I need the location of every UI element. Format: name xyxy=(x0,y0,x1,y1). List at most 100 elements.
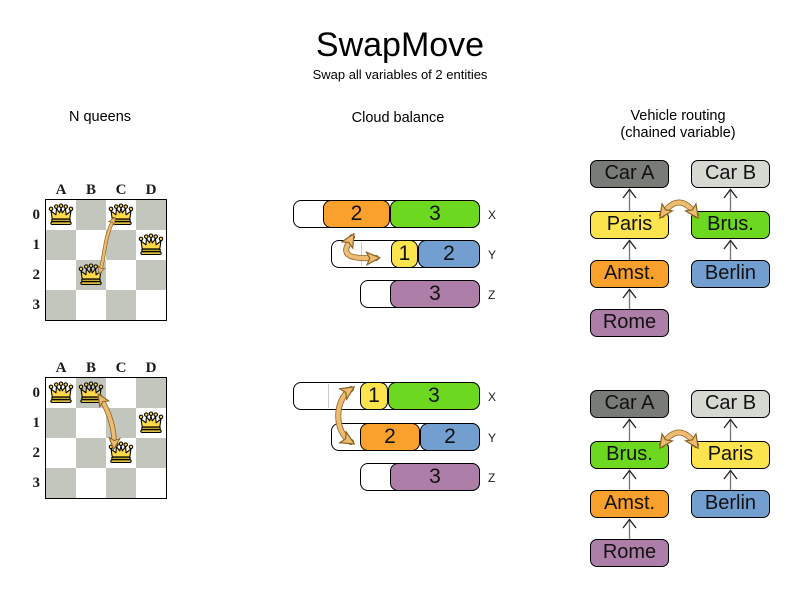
visit-box: Rome xyxy=(590,539,669,567)
queen-crown xyxy=(138,233,164,255)
board-row-label: 2 xyxy=(32,267,41,283)
cloud-process: 3 xyxy=(388,382,480,410)
board-col-label: D xyxy=(145,182,157,198)
cloud-process: 1 xyxy=(360,382,388,410)
queen-crown xyxy=(108,441,134,463)
queen-icon xyxy=(107,439,135,467)
chain-arrowhead-icon xyxy=(622,239,637,250)
visit-box: Paris xyxy=(691,441,770,469)
board-cell xyxy=(136,438,166,468)
visit-box: Amst. xyxy=(590,490,669,518)
vehicle-anchor-box: Car A xyxy=(590,160,669,188)
machine-label: X xyxy=(488,390,497,404)
queen-crown xyxy=(138,411,164,433)
board-row-label: 1 xyxy=(32,415,41,431)
board-cell xyxy=(46,438,76,468)
board-cell xyxy=(136,290,166,320)
queen-icon xyxy=(47,379,75,407)
board-cell xyxy=(136,200,166,230)
queen-crown xyxy=(108,203,134,225)
page-subtitle: Swap all variables of 2 entities xyxy=(312,67,488,82)
cloud-header: Cloud balance xyxy=(351,110,445,126)
cloud-process: 3 xyxy=(390,200,480,228)
chain-arrowhead-icon xyxy=(622,288,637,299)
queen-crown xyxy=(48,381,74,403)
machine-label: X xyxy=(488,208,497,222)
visit-box: Rome xyxy=(590,309,669,337)
cloud-process: 3 xyxy=(390,280,480,308)
board-cell xyxy=(76,290,106,320)
visit-box: Brus. xyxy=(590,441,669,469)
board-row-label: 1 xyxy=(32,237,41,253)
machine-label: Z xyxy=(488,471,496,485)
chain-arrowhead-icon xyxy=(723,418,738,429)
board-col-label: A xyxy=(55,360,67,376)
queen-icon xyxy=(77,379,105,407)
board-cell xyxy=(136,260,166,290)
queen-icon xyxy=(137,409,165,437)
board-cell xyxy=(46,260,76,290)
page-title: SwapMove xyxy=(315,26,485,64)
visit-box: Brus. xyxy=(691,211,770,239)
board-cell xyxy=(106,468,136,498)
chain-arrowhead-icon xyxy=(723,239,738,250)
vehicle-subheader: (chained variable) xyxy=(620,125,736,141)
board-col-label: C xyxy=(115,182,127,198)
board-row-label: 3 xyxy=(32,475,41,491)
board-cell xyxy=(76,230,106,260)
chain-arrowhead-icon xyxy=(622,418,637,429)
board-cell xyxy=(46,408,76,438)
board-cell xyxy=(106,260,136,290)
chain-arrowhead-icon xyxy=(723,469,738,480)
queen-icon xyxy=(137,231,165,259)
capacity-divider xyxy=(328,384,329,408)
chain-arrowhead-icon xyxy=(622,518,637,529)
visit-box: Berlin xyxy=(691,490,770,518)
board-cell xyxy=(136,468,166,498)
vehicle-header: Vehicle routing xyxy=(630,108,726,124)
queen-icon xyxy=(47,201,75,229)
board-cell xyxy=(106,378,136,408)
queen-crown xyxy=(78,263,104,285)
chain-arrowhead-icon xyxy=(622,469,637,480)
chain-arrowhead-icon xyxy=(723,188,738,199)
board-col-label: D xyxy=(145,360,157,376)
board-row-label: 2 xyxy=(32,445,41,461)
cloud-process: 1 xyxy=(391,240,418,268)
vehicle-anchor-box: Car A xyxy=(590,390,669,418)
vehicle-anchor-box: Car B xyxy=(691,390,770,418)
board-cell xyxy=(76,408,106,438)
board-cell xyxy=(106,290,136,320)
nqueens-header: N queens xyxy=(68,109,132,125)
machine-label: Z xyxy=(488,288,496,302)
cloud-process: 2 xyxy=(323,200,390,228)
board-cell xyxy=(46,290,76,320)
machine-label: Y xyxy=(488,248,497,262)
board-cell xyxy=(46,230,76,260)
board-row-label: 3 xyxy=(32,297,41,313)
visit-box: Paris xyxy=(590,211,669,239)
queen-icon xyxy=(77,261,105,289)
chain-arrowhead-icon xyxy=(622,188,637,199)
queen-crown xyxy=(48,203,74,225)
board-cell xyxy=(46,468,76,498)
board-cell xyxy=(76,468,106,498)
machine-label: Y xyxy=(488,431,497,445)
queen-icon xyxy=(107,201,135,229)
board-col-label: C xyxy=(115,360,127,376)
visit-box: Berlin xyxy=(691,260,770,288)
board-cell xyxy=(76,438,106,468)
board-col-label: B xyxy=(85,182,96,198)
board-cell xyxy=(106,230,136,260)
visit-box: Amst. xyxy=(590,260,669,288)
capacity-divider xyxy=(361,242,362,266)
board-cell xyxy=(136,378,166,408)
board-col-label: B xyxy=(85,360,96,376)
board-cell xyxy=(106,408,136,438)
board-col-label: A xyxy=(55,182,67,198)
queen-crown xyxy=(78,381,104,403)
cloud-process: 2 xyxy=(360,423,420,451)
cloud-process: 2 xyxy=(418,240,480,268)
vehicle-anchor-box: Car B xyxy=(691,160,770,188)
